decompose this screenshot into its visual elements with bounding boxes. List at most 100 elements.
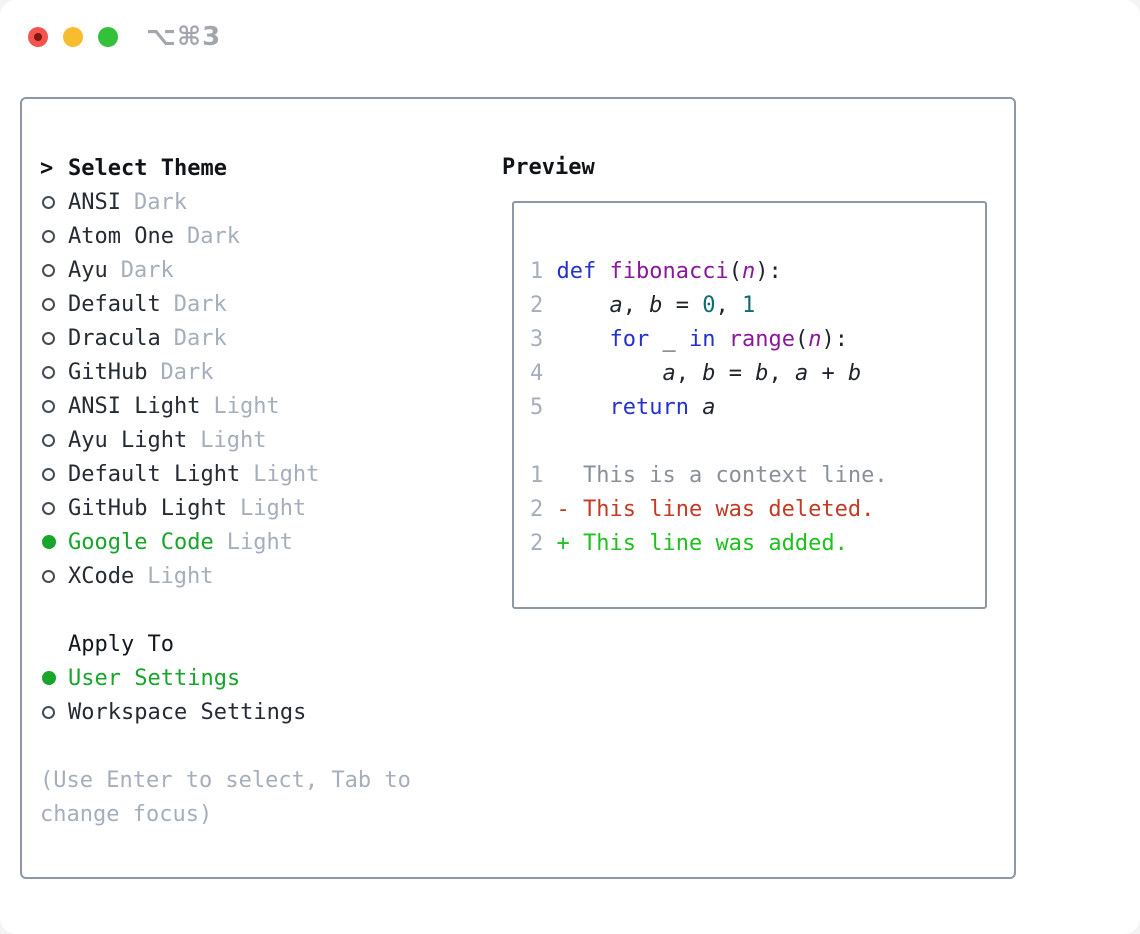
code-line: 2 + This line was added. [530,527,888,561]
code-token-plain: , [675,361,703,386]
theme-variant-label: Dark [133,189,187,215]
code-token-param: n [741,259,756,284]
code-token-var: a [794,361,809,386]
code-token-added: + This line was added. [556,531,848,556]
theme-option-label: Default [68,291,161,317]
code-token-var: b [649,293,663,318]
theme-variant-label: Dark [173,291,227,317]
code-token-keyword: return [609,395,689,420]
radio-selected-icon [42,535,56,549]
apply-to-option-workspace-settings[interactable]: Workspace Settings [40,695,480,729]
maximize-button[interactable] [98,27,118,47]
usage-hint: (Use Enter to select, Tab to change focu… [40,763,480,831]
radio-unselected-icon [42,297,55,311]
theme-variant-label: Light [213,393,280,419]
code-token-var: b [847,361,862,386]
code-token-number: 1 [741,293,756,318]
code-token-plain: ): [821,327,848,352]
theme-option-label: Default Light [68,461,241,487]
hint-line-2: change focus) [40,801,213,827]
close-dot-icon [34,33,42,41]
code-line: 2 - This line was deleted. [530,493,888,527]
code-token-number: 0 [702,293,716,318]
theme-variant-label: Dark [173,325,227,351]
code-blank-line [530,425,888,459]
theme-option-label: GitHub Light [68,495,227,521]
radio-unselected-icon [42,331,55,345]
code-token-param: n [808,327,822,352]
code-token-var: b [755,361,769,386]
theme-option-label: XCode [68,563,135,589]
code-token-keyword: def [556,259,610,284]
window-titlebar: ⌥⌘3 [0,0,1140,74]
theme-option-google-code[interactable]: Google Code Light [40,525,480,559]
code-token-var: a [702,395,716,420]
radio-selected-icon [42,671,56,685]
hint-line-1: (Use Enter to select, Tab to [40,767,411,793]
radio-unselected-icon [42,365,55,379]
code-token-plain: ( [794,327,809,352]
theme-option-label: Google Code [68,529,214,555]
code-token-plain: + [808,361,848,386]
code-line: 2 a, b = 0, 1 [530,289,888,323]
theme-option-label: Atom One [68,223,174,249]
line-number: 2 [530,531,557,556]
radio-unselected-icon [42,399,55,413]
select-theme-header: Select Theme [68,155,227,181]
radio-unselected-icon [42,501,55,515]
code-token-plain [689,395,702,420]
code-token-plain [557,327,610,352]
radio-unselected-icon [42,229,55,243]
code-token-plain [557,395,610,420]
spacer-row [40,593,480,627]
theme-option-default[interactable]: Default Dark [40,287,480,321]
code-token-plain: = [662,293,703,318]
line-number: 1 [530,259,557,284]
minimize-button[interactable] [63,27,83,47]
theme-variant-label: Dark [160,359,214,385]
focus-caret-icon: > [40,155,54,181]
radio-unselected-icon [42,467,55,481]
apply-to-header-row: Apply To [40,627,480,661]
theme-variant-label: Light [147,563,214,589]
line-number: 3 [530,327,557,352]
code-token-plain [557,293,610,318]
theme-option-xcode[interactable]: XCode Light [40,559,480,593]
radio-unselected-icon [42,433,55,447]
theme-option-label: ANSI Light [68,393,201,419]
code-token-plain: ( [728,259,742,284]
code-token-function: fibonacci [609,259,729,284]
code-token-plain [557,361,663,386]
code-token-function: range [728,327,795,352]
code-token-var: a [662,361,676,386]
apply-to-option-label: User Settings [68,665,241,691]
close-button[interactable] [28,27,48,47]
radio-unselected-icon [42,569,55,583]
theme-option-label: Ayu Light [68,427,188,453]
line-number: 2 [530,293,557,318]
code-token-plain: , [622,293,650,318]
radio-unselected-icon [42,263,55,277]
code-token-var: b [702,361,716,386]
code-token-plain [715,327,728,352]
line-number: 1 [530,463,557,488]
theme-option-github-light[interactable]: GitHub Light Light [40,491,480,525]
theme-option-ansi-light[interactable]: ANSI Light Light [40,389,480,423]
theme-variant-label: Light [239,495,307,521]
radio-unselected-icon [42,195,55,209]
theme-variant-label: Light [226,529,293,555]
apply-to-option-user-settings[interactable]: User Settings [40,661,480,695]
apply-to-option-label: Workspace Settings [68,699,307,725]
